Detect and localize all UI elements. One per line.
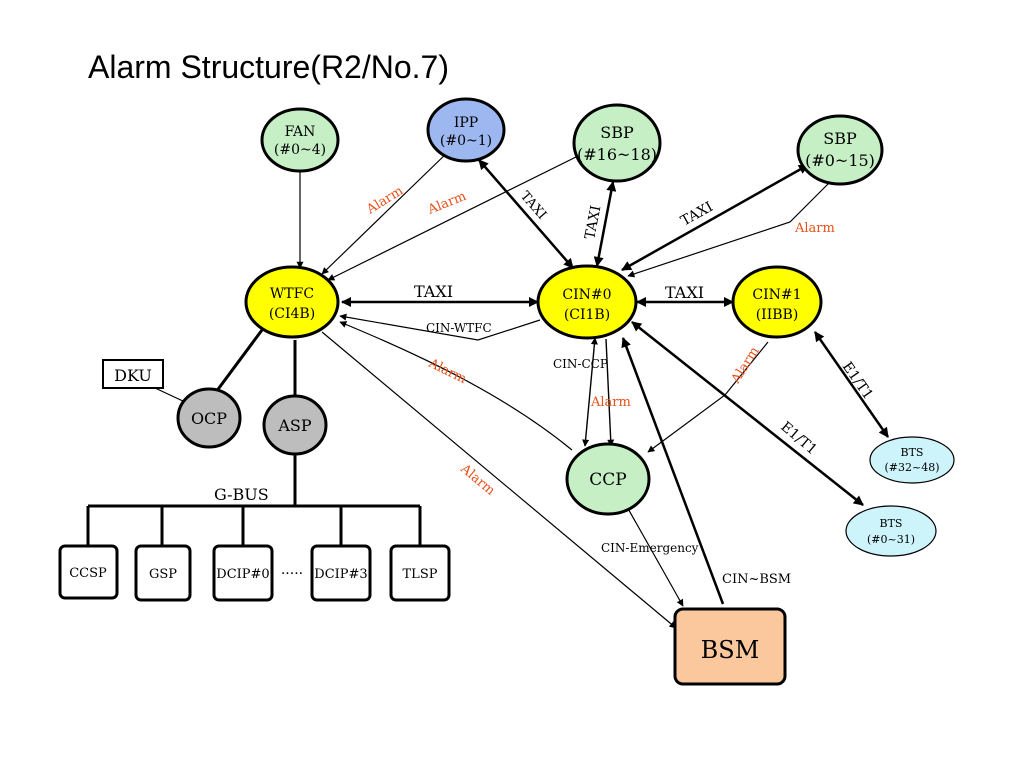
cin0-node-subtitle: (CI1B) — [564, 307, 610, 323]
label-cin-wtfc: CIN-WTFC — [426, 321, 492, 335]
ocp-node: OCP — [176, 387, 242, 449]
bts-32-48-node-label: BTS — [901, 446, 924, 459]
bts-0-31-node: BTS (#0~31) — [845, 505, 937, 557]
cin1-node: CIN#1 (IIBB) — [731, 265, 823, 339]
gbus-label: G-BUS — [214, 485, 269, 504]
sbp-0-15-node-label: SBP — [823, 129, 857, 148]
cin1-node-label: CIN#1 — [752, 287, 801, 303]
sbp0-to-cin0-alarm-arrow — [627, 181, 831, 278]
ipp-node-range: (#0~1) — [440, 133, 492, 149]
bsm-node-label: BSM — [701, 636, 760, 664]
dku-node: DKU — [102, 359, 164, 389]
label-alarm-sbp0: Alarm — [794, 221, 835, 236]
connectors — [86, 149, 890, 629]
edge-labels: Alarm Alarm TAXI TAXI TAXI Alarm TAXI CI… — [363, 184, 876, 587]
wtfc-to-bsm-alarm-arrow — [321, 331, 677, 629]
diagram-title: Alarm Structure(R2/No.7) — [88, 49, 449, 85]
tlsp-node: TLSP — [389, 544, 451, 602]
cin1-bts32-e1t1-link — [813, 331, 890, 438]
sbp16-cin0-taxi-link — [593, 181, 617, 267]
dcip3-node-label: DCIP#3 — [314, 567, 367, 582]
label-taxi-sbp0-cin0: TAXI — [678, 199, 716, 230]
tlsp-node-label: TLSP — [403, 567, 438, 582]
sbp-0-15-node-range: (#0~15) — [805, 151, 875, 170]
ipp-cin0-taxi-link — [478, 159, 574, 269]
ccp-to-wtfc-alarm-arrow — [339, 321, 573, 451]
dcip0-node: DCIP#0 — [212, 544, 274, 602]
cin0-node-label: CIN#0 — [562, 287, 611, 303]
dcip-ellipsis: ····· — [281, 566, 303, 582]
ipp-node: IPP (#0~1) — [426, 97, 506, 163]
label-e1t1-cin0-bts0: E1/T1 — [777, 419, 820, 458]
label-alarm-cin1-ccp: Alarm — [728, 344, 762, 387]
dku-ocp-link — [154, 387, 186, 403]
label-e1t1-cin1-bts32: E1/T1 — [839, 359, 876, 403]
cin0-ccp-alarm-arrow — [605, 338, 615, 447]
asp-node-label: ASP — [277, 416, 312, 435]
dcip3-node: DCIP#3 — [310, 544, 372, 602]
wtfc-node-subtitle: (CI4B) — [269, 306, 315, 322]
cin-wtfc-link — [339, 313, 541, 341]
ccsp-node-label: CCSP — [69, 566, 107, 581]
sbp-16-18-node-range: (#16~18) — [577, 145, 657, 164]
ccp-to-bsm-emergency-arrow — [625, 504, 684, 607]
nodes: FAN (#0~4) IPP (#0~1) SBP (#16~18) SBP (… — [58, 97, 955, 686]
label-alarm-wtfc-bsm: Alarm — [457, 461, 498, 499]
ipp-to-wtfc-alarm-arrow — [321, 149, 451, 275]
ocp-node-label: OCP — [191, 409, 227, 428]
label-alarm-ccp-wtfc: Alarm — [425, 356, 468, 387]
wtfc-ocp-link — [214, 329, 264, 393]
label-taxi-cin0-cin1: TAXI — [665, 283, 704, 302]
bts-0-31-node-range: (#0~31) — [867, 533, 915, 546]
dku-node-label: DKU — [114, 366, 152, 385]
label-cin-emergency: CIN-Emergency — [601, 541, 699, 555]
ccp-node: CCP — [565, 442, 651, 516]
bts-0-31-node-label: BTS — [880, 517, 903, 530]
cin0-bsm-link — [621, 337, 725, 605]
sbp0-cin0-taxi-link — [621, 163, 809, 272]
gsp-node: GSP — [134, 544, 192, 602]
cin0-node: CIN#0 (CI1B) — [536, 264, 638, 340]
cin0-to-ccp-arrow — [582, 337, 598, 447]
fan-node: FAN (#0~4) — [260, 107, 340, 173]
cin1-node-subtitle: (IIBB) — [756, 307, 799, 323]
cin0-bts0-e1t1-link — [631, 321, 864, 506]
fan-node-range: (#0~4) — [274, 142, 326, 158]
ccp-node-label: CCP — [589, 470, 626, 490]
fan-node-label: FAN — [285, 124, 316, 140]
gsp-node-label: GSP — [149, 567, 177, 582]
wtfc-node-label: WTFC — [270, 286, 314, 302]
bsm-node: BSM — [673, 607, 787, 686]
label-alarm-cin0-ccp: Alarm — [590, 395, 631, 410]
ipp-node-label: IPP — [454, 115, 478, 131]
label-taxi-ipp-cin0: TAXI — [517, 189, 549, 223]
label-cin-bsm: CIN~BSM — [722, 572, 791, 587]
dcip0-node-label: DCIP#0 — [216, 567, 269, 582]
label-taxi-sbp16-cin0: TAXI — [582, 204, 604, 241]
label-taxi-wtfc-cin0: TAXI — [414, 282, 453, 301]
wtfc-node: WTFC (CI4B) — [244, 265, 340, 339]
label-cin-ccp: CIN-CCP — [553, 357, 608, 371]
ccsp-node: CCSP — [58, 544, 119, 600]
asp-node: ASP — [262, 394, 328, 456]
bts-32-48-node-range: (#32~48) — [884, 461, 939, 474]
sbp-16-18-node: SBP (#16~18) — [572, 103, 662, 183]
bts-32-48-node: BTS (#32~48) — [869, 436, 955, 484]
sbp-0-15-node: SBP (#0~15) — [796, 114, 884, 186]
sbp-16-18-node-label: SBP — [600, 123, 634, 142]
